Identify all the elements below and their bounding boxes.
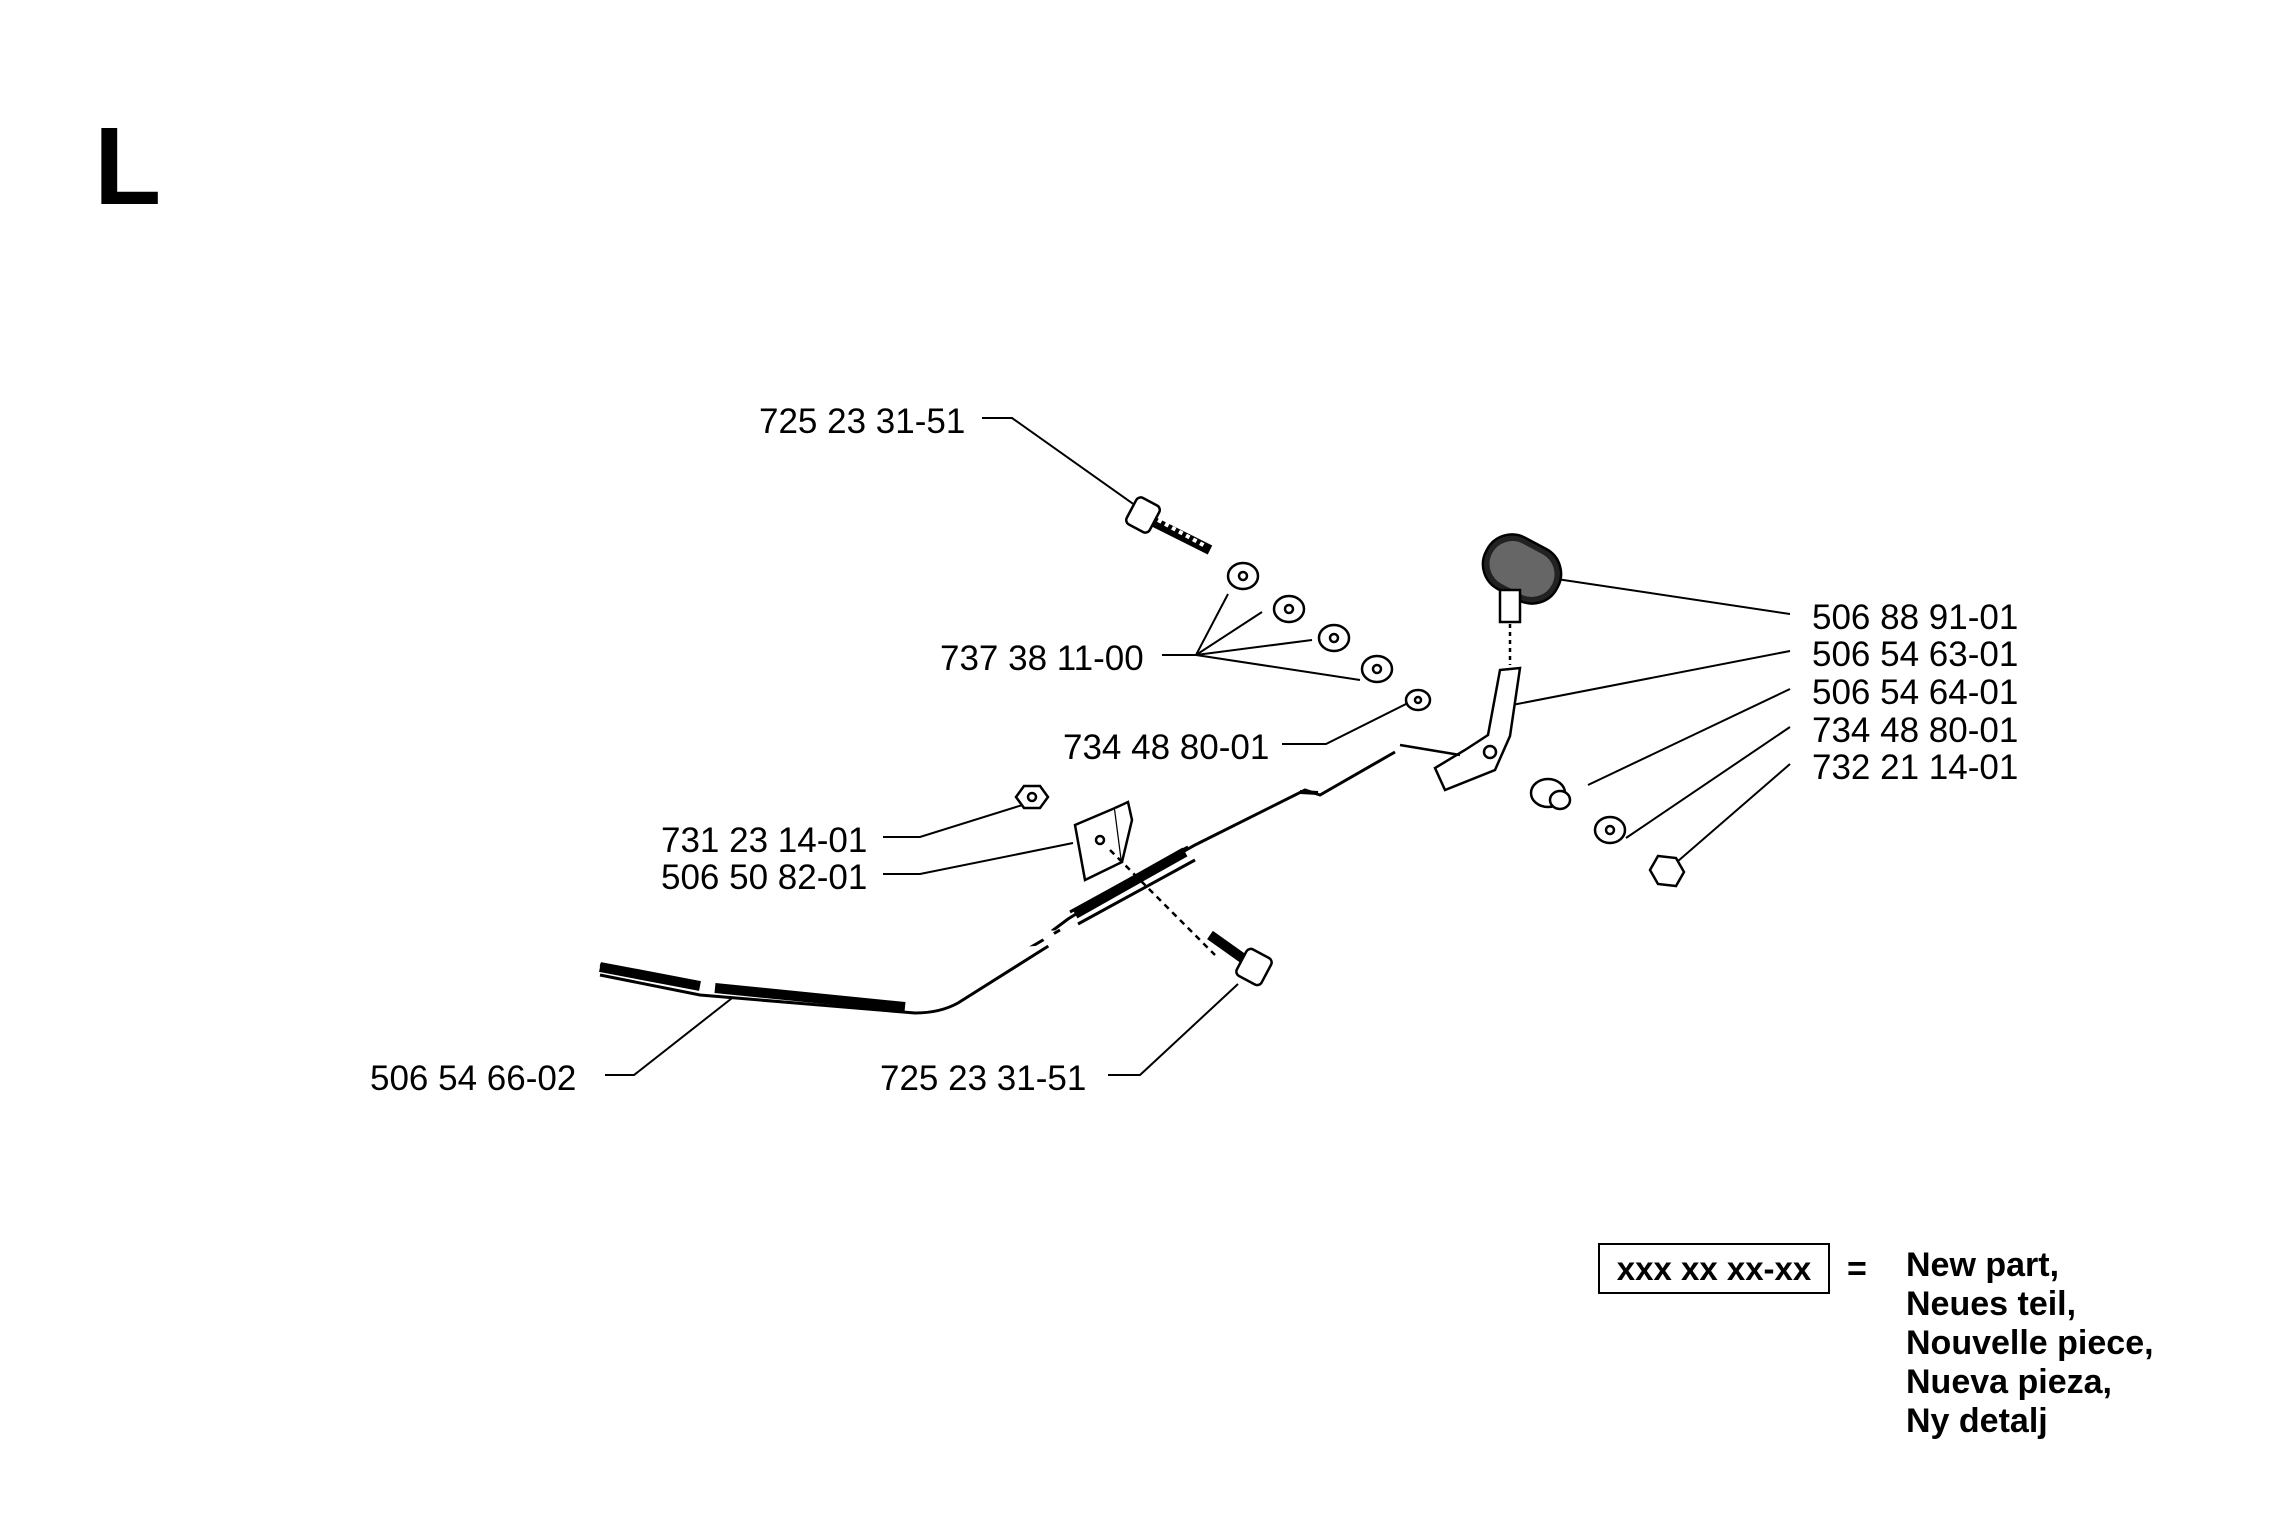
part-number-label: 506 54 64-01 xyxy=(1812,673,2019,712)
leader-line xyxy=(1511,650,1791,706)
legend-equals: = xyxy=(1847,1250,1867,1288)
legend-line: Neues teil, xyxy=(1906,1285,2077,1323)
section-letter: L xyxy=(94,105,162,228)
knob-part xyxy=(1481,533,1563,665)
screw-part xyxy=(1124,496,1213,555)
leader-line xyxy=(1162,593,1229,656)
legend-new-part-box: xxx xx xx-xx xyxy=(1598,1243,1830,1294)
part-number-label: 737 38 11-00 xyxy=(940,639,1144,678)
washer-part xyxy=(1360,654,1394,684)
leader-line xyxy=(1195,654,1361,681)
legend-text: New part, Neues teil, Nouvelle piece, Nu… xyxy=(1906,1246,2154,1441)
leader-line xyxy=(1282,699,1415,745)
leader-line xyxy=(982,417,1171,531)
legend-line: Ny detalj xyxy=(1906,1402,2048,1440)
leader-line xyxy=(1195,639,1313,656)
part-number-label: 725 23 31-51 xyxy=(759,402,966,441)
leader-line xyxy=(883,842,1074,875)
leader-line xyxy=(605,983,751,1076)
washer-part xyxy=(1317,623,1351,653)
part-number-label: 732 21 14-01 xyxy=(1812,748,2019,787)
leader-line xyxy=(1549,577,1791,615)
part-number-label: 731 23 14-01 xyxy=(661,821,868,860)
part-number-label: 506 54 66-02 xyxy=(370,1059,577,1098)
lever-part xyxy=(1399,666,1522,792)
part-number-label: 734 48 80-01 xyxy=(1063,728,1270,767)
bracket-part xyxy=(1073,800,1134,882)
part-number-label: 725 23 31-51 xyxy=(880,1059,1087,1098)
bushing-part xyxy=(1404,688,1432,712)
washer-part xyxy=(1593,815,1627,845)
cable-part xyxy=(599,750,1396,1015)
nut-part xyxy=(1014,784,1050,810)
leader-line xyxy=(1669,763,1791,869)
pivot-part xyxy=(1529,777,1572,811)
leader-line xyxy=(1195,611,1263,656)
legend-line: Nueva pieza, xyxy=(1906,1363,2112,1401)
washer-part xyxy=(1226,561,1260,591)
part-number-label: 506 88 91-01 xyxy=(1812,598,2019,637)
leader-line xyxy=(1587,688,1791,786)
leader-line xyxy=(1625,726,1791,839)
washer-part xyxy=(1272,594,1306,624)
part-number-label: 506 54 63-01 xyxy=(1812,635,2019,674)
leader-line xyxy=(1108,983,1239,1076)
leader-line xyxy=(883,801,1033,838)
legend-line: New part, xyxy=(1906,1246,2060,1284)
screw-part xyxy=(1109,849,1273,987)
legend-line: Nouvelle piece, xyxy=(1906,1324,2154,1362)
part-number-label: 506 50 82-01 xyxy=(661,858,868,897)
nut-part xyxy=(1648,854,1686,888)
part-number-label: 734 48 80-01 xyxy=(1812,711,2019,750)
